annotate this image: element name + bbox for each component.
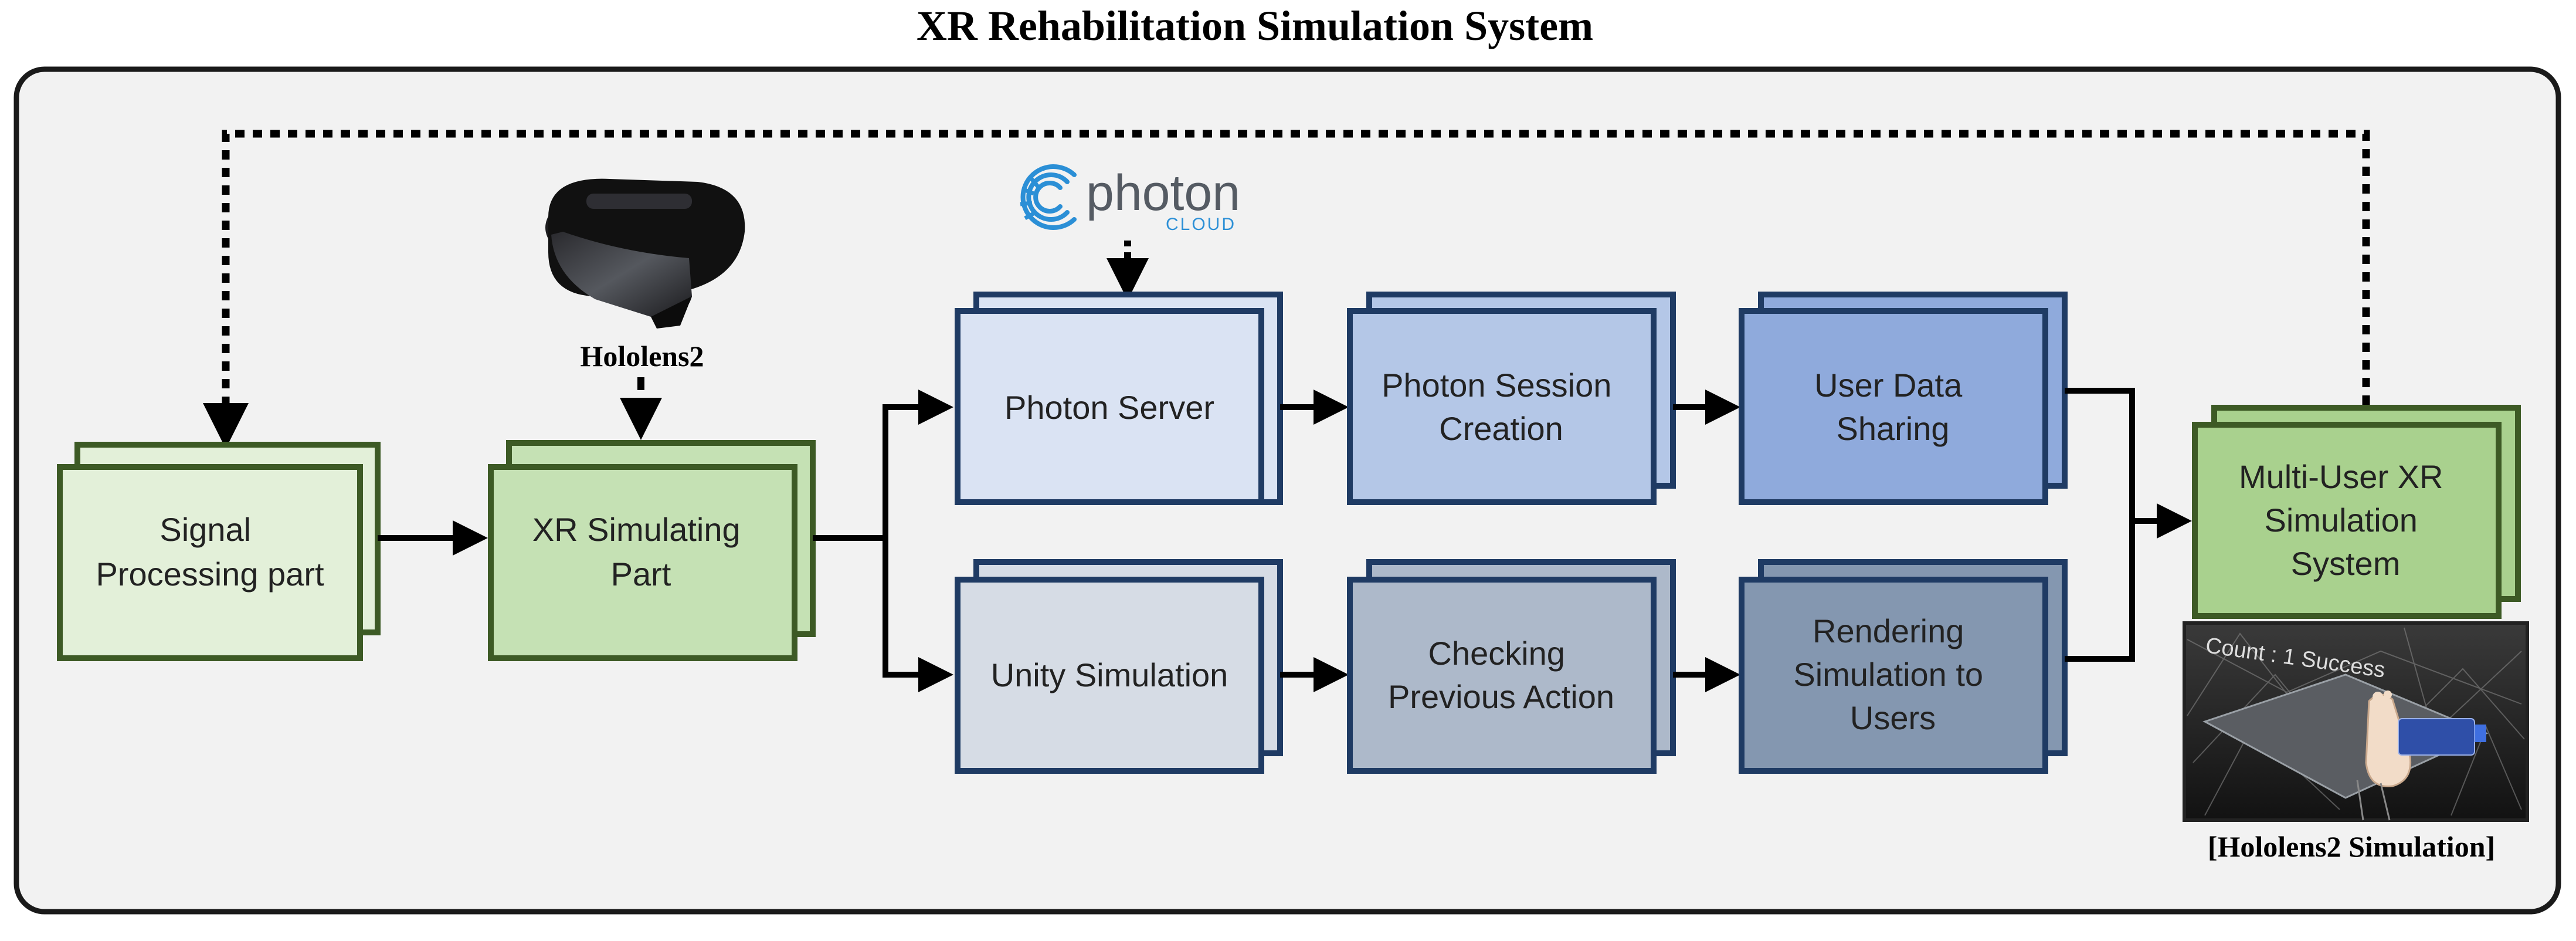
photon-session-creation-box: Photon Session Creation — [1347, 292, 1676, 505]
merge-user-data-line — [2065, 388, 2135, 662]
xr-simulating-part-box: XR Simulating Part — [488, 440, 816, 661]
checking-label: Checking Previous Action — [1388, 635, 1614, 715]
hololens-headset-icon — [545, 178, 745, 329]
checking-previous-action-box: Checking Previous Action — [1347, 559, 1676, 774]
photon-server-box: Photon Server — [955, 292, 1283, 505]
signal-processing-box: Signal Processing part — [57, 442, 381, 661]
hololens-simulation-screenshot: Count : 1 Success — [2183, 621, 2529, 822]
rendering-label: Rendering Simulation to Users — [1793, 612, 1992, 736]
foot-icon — [2365, 690, 2412, 787]
diagram-title: XR Rehabilitation Simulation System — [917, 2, 1593, 49]
branch-xr-split — [813, 390, 953, 541]
photon-session-label: Photon Session Creation — [1382, 367, 1621, 447]
photon-logo-sub: CLOUD — [1166, 215, 1236, 234]
user-data-sharing-box: User Data Sharing — [1739, 292, 2068, 505]
unity-simulation-box: Unity Simulation — [955, 559, 1283, 774]
system-panel — [13, 66, 2561, 915]
multi-user-xr-system-box: Multi-User XR Simulation System — [2192, 405, 2521, 619]
photon-server-label: Photon Server — [1004, 389, 1214, 426]
rendering-simulation-box: Rendering Simulation to Users — [1739, 559, 2068, 774]
hololens-simulation-caption: [Hololens2 Simulation] — [2208, 830, 2495, 863]
hololens-label: Hololens2 — [580, 340, 704, 373]
multi-user-label: Multi-User XR Simulation System — [2239, 458, 2452, 582]
xr-simulating-label: XR Simulating Part — [532, 511, 749, 593]
photon-cloud-logo-icon: photon CLOUD — [1020, 164, 1240, 234]
unity-simulation-label: Unity Simulation — [991, 656, 1228, 693]
signal-processing-label: Signal Processing part — [96, 511, 324, 593]
user-data-label: User Data Sharing — [1814, 367, 1971, 447]
photon-logo-word: photon — [1086, 165, 1240, 221]
feedback-loop-dotted-arrow — [203, 130, 2370, 449]
branch-xr-split-lower — [883, 538, 953, 692]
